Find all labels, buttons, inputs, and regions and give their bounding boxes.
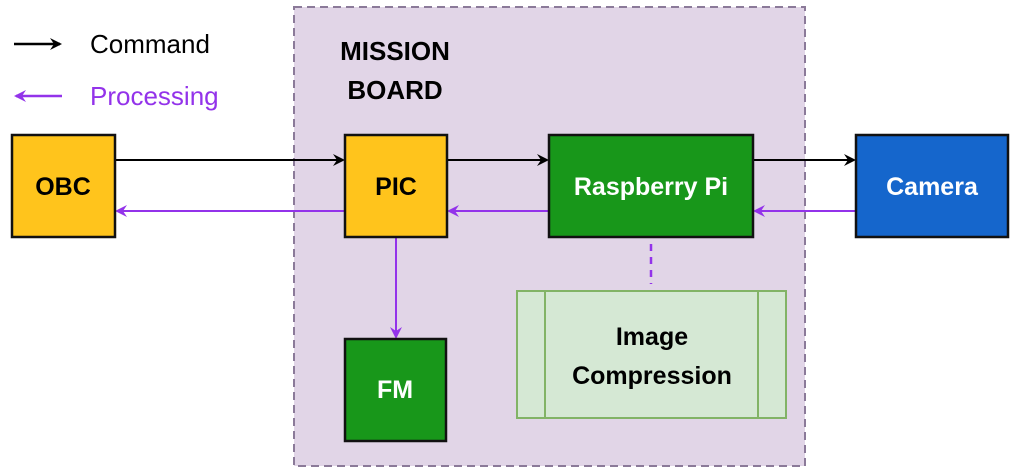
node-obc-label: OBC bbox=[35, 173, 91, 201]
node-obc[interactable]: OBC bbox=[10, 133, 117, 239]
legend-processing-label: Processing bbox=[90, 81, 219, 111]
mission-board-title-line1: MISSION bbox=[340, 36, 450, 66]
legend-command-label: Command bbox=[90, 29, 210, 59]
legend: Command Processing bbox=[14, 29, 219, 111]
node-image-compression[interactable]: Image Compression bbox=[516, 290, 787, 419]
node-image-compression-label-line2: Compression bbox=[572, 362, 732, 390]
node-pic[interactable]: PIC bbox=[343, 133, 449, 239]
node-fm[interactable]: FM bbox=[343, 337, 448, 443]
node-raspberry-pi[interactable]: Raspberry Pi bbox=[547, 133, 755, 239]
mission-board-title-line2: BOARD bbox=[347, 75, 442, 105]
node-image-compression-label-line1: Image bbox=[616, 323, 688, 351]
node-pic-label: PIC bbox=[375, 173, 417, 201]
node-camera-label: Camera bbox=[886, 173, 979, 201]
node-fm-label: FM bbox=[377, 376, 413, 404]
node-camera[interactable]: Camera bbox=[854, 133, 1010, 239]
node-raspberry-pi-label: Raspberry Pi bbox=[574, 173, 728, 201]
